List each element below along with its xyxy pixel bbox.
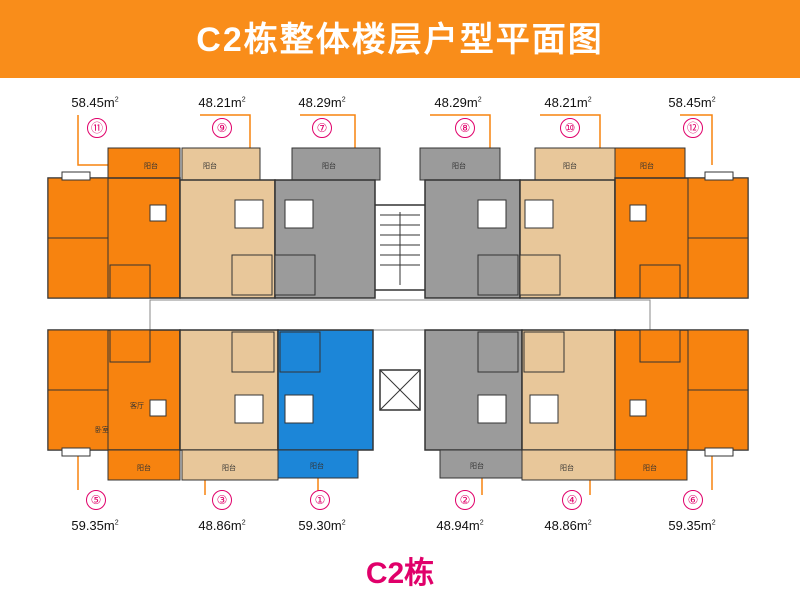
- unit-1: 阳台: [277, 329, 374, 479]
- unit-number-8: ⑧: [455, 118, 475, 138]
- svg-text:阳台: 阳台: [452, 161, 466, 170]
- area-label-unit-6: 59.35m2: [668, 518, 716, 533]
- unit-number-4: ④: [562, 490, 582, 510]
- unit-5: 客厅 卧室 阳台: [47, 329, 181, 481]
- area-label-unit-3: 48.86m2: [198, 518, 246, 533]
- unit-9: 阳台: [179, 147, 276, 299]
- svg-text:卧室: 卧室: [95, 425, 109, 434]
- unit-number-3: ③: [212, 490, 232, 510]
- svg-text:客厅: 客厅: [130, 401, 144, 410]
- svg-text:阳台: 阳台: [137, 463, 151, 472]
- unit-number-11: ⑪: [87, 118, 107, 138]
- unit-4: 阳台: [521, 329, 616, 481]
- area-label-unit-2: 48.94m2: [436, 518, 484, 533]
- area-label-unit-5: 59.35m2: [71, 518, 119, 533]
- unit-number-7: ⑦: [312, 118, 332, 138]
- area-label-unit-8: 48.29m2: [434, 95, 482, 110]
- svg-text:阳台: 阳台: [322, 161, 336, 170]
- svg-text:阳台: 阳台: [203, 161, 217, 170]
- title-banner: C2栋整体楼层户型平面图: [0, 0, 800, 78]
- unit-8: 阳台: [419, 147, 521, 299]
- svg-text:阳台: 阳台: [222, 463, 236, 472]
- stair-steps: [380, 212, 420, 285]
- area-label-unit-1: 59.30m2: [298, 518, 346, 533]
- svg-text:阳台: 阳台: [560, 463, 574, 472]
- unit-6: 阳台: [614, 329, 749, 481]
- area-label-unit-9: 48.21m2: [198, 95, 246, 110]
- unit-number-2: ②: [455, 490, 475, 510]
- area-label-unit-11: 58.45m2: [71, 95, 119, 110]
- svg-text:阳台: 阳台: [470, 461, 484, 470]
- svg-text:阳台: 阳台: [310, 461, 324, 470]
- unit-number-6: ⑥: [683, 490, 703, 510]
- svg-text:阳台: 阳台: [144, 161, 158, 170]
- area-label-unit-10: 48.21m2: [544, 95, 592, 110]
- unit-11: 阳台: [47, 147, 181, 299]
- unit-number-12: ⑫: [683, 118, 703, 138]
- unit-7: 阳台: [274, 147, 381, 299]
- area-label-unit-4: 48.86m2: [544, 518, 592, 533]
- unit-2: 阳台: [424, 329, 523, 479]
- unit-number-9: ⑨: [212, 118, 232, 138]
- unit-3: 阳台: [179, 329, 279, 481]
- svg-text:阳台: 阳台: [640, 161, 654, 170]
- area-label-unit-7: 48.29m2: [298, 95, 346, 110]
- unit-number-5: ⑤: [86, 490, 106, 510]
- area-label-unit-12: 58.45m2: [668, 95, 716, 110]
- unit-10: 阳台: [519, 147, 616, 299]
- unit-number-10: ⑩: [560, 118, 580, 138]
- leader-lines-top: [77, 114, 713, 166]
- building-label: C2栋: [365, 557, 435, 590]
- svg-text:阳台: 阳台: [643, 463, 657, 472]
- corridor: [149, 299, 651, 331]
- svg-text:阳台: 阳台: [563, 161, 577, 170]
- page-title: C2栋整体楼层户型平面图: [196, 21, 604, 59]
- unit-12: 阳台: [614, 147, 749, 299]
- unit-number-1: ①: [310, 490, 330, 510]
